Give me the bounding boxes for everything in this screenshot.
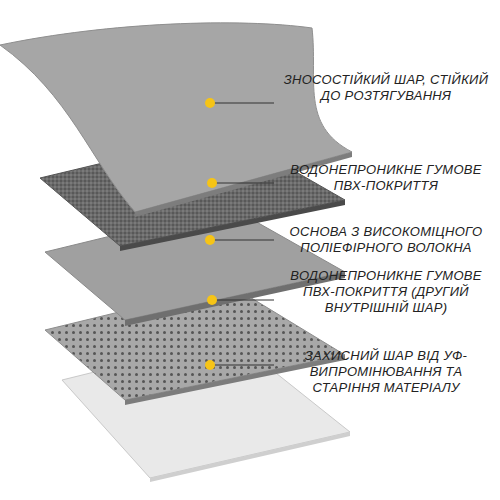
marker-dot bbox=[205, 360, 215, 370]
marker-dot bbox=[207, 295, 217, 305]
uv-layer-edge bbox=[150, 432, 350, 482]
leader-line bbox=[212, 300, 274, 301]
layer-label: ЗНОСОСТІЙКИЙ ШАР, СТІЙКИЙ ДО РОЗТЯГУВАНН… bbox=[280, 72, 492, 104]
top-layer-edge bbox=[135, 152, 352, 217]
top-layer bbox=[0, 23, 352, 212]
layer-label: ВОДОНЕПРОНИКНЕ ГУМОВЕ ПВХ-ПОКРИТТЯ (ДРУГ… bbox=[280, 268, 492, 316]
layer-label: ОСНОВА З ВИСОКОМІЦНОГО ПОЛІЕФІРНОГО ВОЛО… bbox=[280, 224, 492, 256]
marker-dot bbox=[205, 98, 215, 108]
leader-line bbox=[210, 365, 274, 366]
layer-label: ЗАХИСНИЙ ШАР ВІД УФ-ВИПРОМІНЮВАННЯ ТА СТ… bbox=[280, 348, 492, 396]
marker-dot bbox=[207, 178, 217, 188]
marker-dot bbox=[205, 235, 215, 245]
leader-line bbox=[212, 183, 274, 184]
leader-line bbox=[210, 240, 274, 241]
leader-line bbox=[210, 103, 274, 104]
layer-label: ВОДОНЕПРОНИКНЕ ГУМОВЕ ПВХ-ПОКРИТТЯ bbox=[280, 162, 492, 194]
